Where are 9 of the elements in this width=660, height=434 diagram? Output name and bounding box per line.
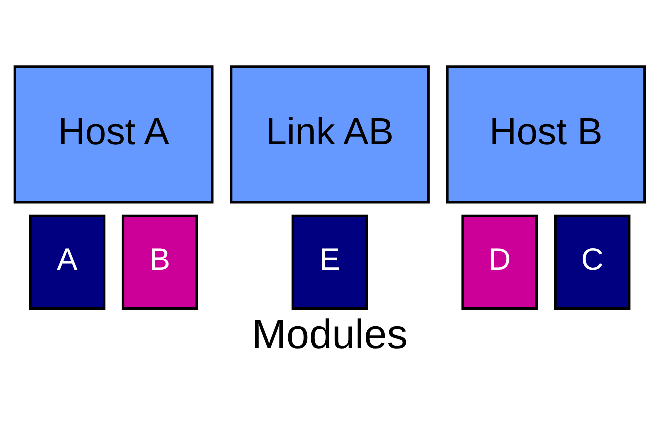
node-box: D <box>462 214 538 310</box>
node-box: Host B <box>446 66 646 204</box>
caption: Modules <box>252 312 408 358</box>
node-box: Host A <box>14 66 214 204</box>
node-box: Link AB <box>230 66 430 204</box>
node-box: B <box>122 214 198 310</box>
node-box: C <box>554 214 631 310</box>
node-box: A <box>29 214 106 310</box>
node-box: E <box>292 214 368 310</box>
